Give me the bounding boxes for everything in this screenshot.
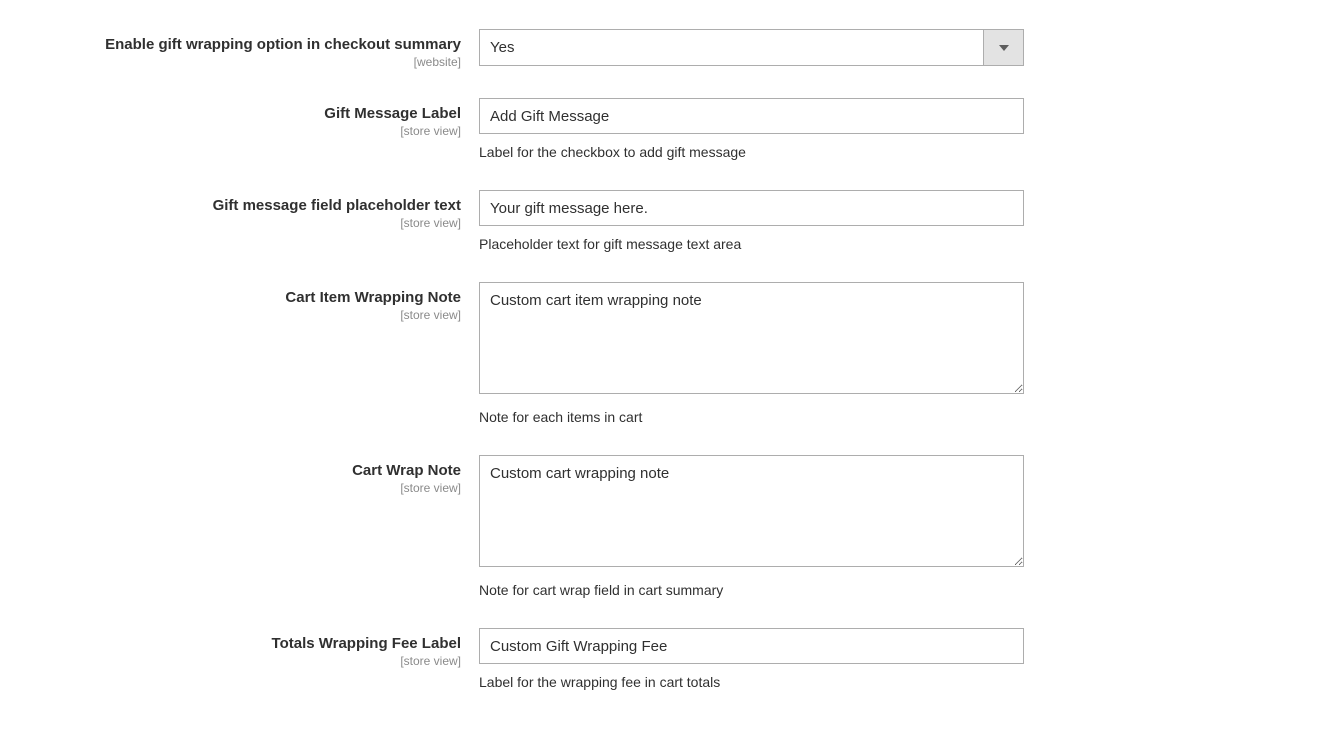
field-label-col: Enable gift wrapping option in checkout … bbox=[0, 29, 461, 70]
field-row-totals-wrapping-fee-label: Totals Wrapping Fee Label [store view] L… bbox=[0, 628, 1317, 692]
field-row-gift-message-label: Gift Message Label [store view] Label fo… bbox=[0, 98, 1317, 162]
field-row-cart-item-wrapping-note: Cart Item Wrapping Note [store view] Cus… bbox=[0, 282, 1317, 427]
field-scope-label: [website] bbox=[413, 55, 461, 69]
field-note: Label for the checkbox to add gift messa… bbox=[479, 144, 746, 160]
field-row-enable-gift-wrapping: Enable gift wrapping option in checkout … bbox=[0, 29, 1317, 70]
field-note: Note for cart wrap field in cart summary bbox=[479, 582, 724, 598]
field-control-col: Yes bbox=[479, 29, 1024, 70]
field-row-gift-message-placeholder: Gift message field placeholder text [sto… bbox=[0, 190, 1317, 254]
field-scope-label: [store view] bbox=[400, 654, 461, 668]
select-dropdown-button[interactable] bbox=[983, 30, 1023, 65]
totals-wrapping-fee-label-input[interactable] bbox=[479, 628, 1024, 664]
field-control-col: Label for the wrapping fee in cart total… bbox=[479, 628, 1024, 692]
field-label: Cart Wrap Note bbox=[352, 462, 461, 479]
field-control-col: Custom cart item wrapping note Note for … bbox=[479, 282, 1024, 427]
field-note: Label for the wrapping fee in cart total… bbox=[479, 674, 721, 690]
gift-wrapping-settings-form: Enable gift wrapping option in checkout … bbox=[0, 29, 1317, 692]
field-note: Placeholder text for gift message text a… bbox=[479, 236, 742, 252]
field-control-col: Placeholder text for gift message text a… bbox=[479, 190, 1024, 254]
cart-item-wrapping-note-textarea[interactable]: Custom cart item wrapping note bbox=[479, 282, 1024, 394]
field-label-col: Gift message field placeholder text [sto… bbox=[0, 190, 461, 254]
field-scope-label: [store view] bbox=[400, 308, 461, 322]
chevron-down-icon bbox=[998, 44, 1009, 51]
field-note: Note for each items in cart bbox=[479, 409, 643, 425]
enable-gift-wrapping-select[interactable]: Yes bbox=[479, 29, 1024, 66]
gift-message-label-input[interactable] bbox=[479, 98, 1024, 134]
field-control-col: Custom cart wrapping note Note for cart … bbox=[479, 455, 1024, 600]
field-control-col: Label for the checkbox to add gift messa… bbox=[479, 98, 1024, 162]
field-scope-label: [store view] bbox=[400, 481, 461, 495]
field-label: Cart Item Wrapping Note bbox=[285, 289, 461, 306]
field-label-col: Cart Item Wrapping Note [store view] bbox=[0, 282, 461, 427]
gift-message-placeholder-input[interactable] bbox=[479, 190, 1024, 226]
field-label-col: Totals Wrapping Fee Label [store view] bbox=[0, 628, 461, 692]
cart-wrap-note-textarea[interactable]: Custom cart wrapping note bbox=[479, 455, 1024, 567]
field-label: Totals Wrapping Fee Label bbox=[271, 635, 461, 652]
field-label: Gift Message Label bbox=[324, 105, 461, 122]
field-scope-label: [store view] bbox=[400, 124, 461, 138]
select-selected-value: Yes bbox=[490, 39, 515, 56]
field-row-cart-wrap-note: Cart Wrap Note [store view] Custom cart … bbox=[0, 455, 1317, 600]
field-label-col: Gift Message Label [store view] bbox=[0, 98, 461, 162]
field-scope-label: [store view] bbox=[400, 216, 461, 230]
field-label: Gift message field placeholder text bbox=[212, 197, 461, 214]
field-label-col: Cart Wrap Note [store view] bbox=[0, 455, 461, 600]
field-label: Enable gift wrapping option in checkout … bbox=[105, 36, 461, 53]
